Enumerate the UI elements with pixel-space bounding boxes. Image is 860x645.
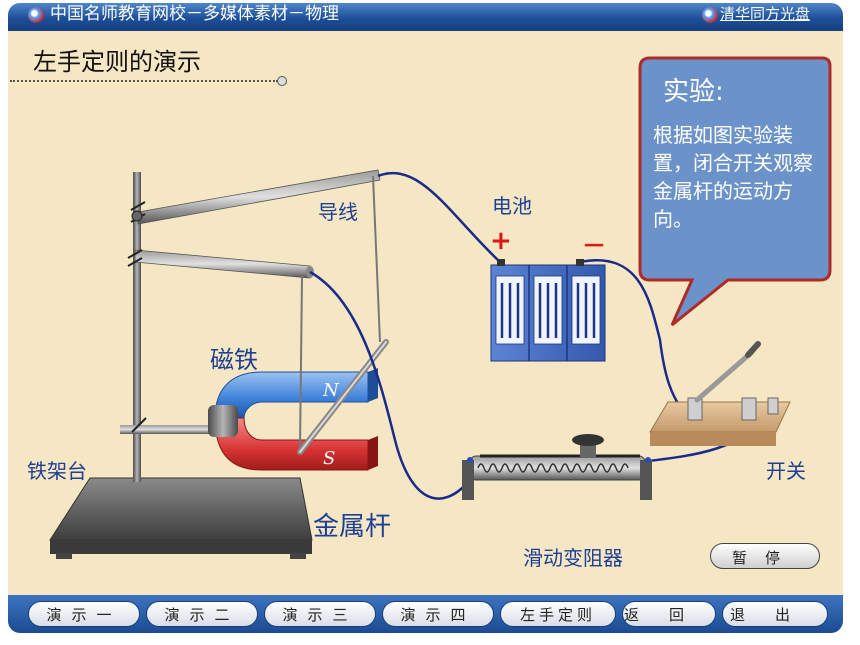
wire-label: 导线 (318, 200, 358, 224)
callout-title: 实验: (663, 77, 724, 107)
app-title: 中国名师教育网校－多媒体素材－物理 (50, 4, 339, 24)
demo-3-button[interactable]: 演示三 (264, 601, 376, 627)
sliding-rheostat (462, 434, 652, 500)
demo-2-button[interactable]: 演示二 (146, 601, 258, 627)
pause-button[interactable]: 暂停 (710, 543, 820, 569)
positive-terminal-label: + (490, 226, 512, 256)
iron-stand-label: 铁架台 (27, 459, 87, 483)
rheostat-label: 滑动变阻器 (523, 546, 623, 570)
negative-terminal-label: － (582, 232, 606, 260)
exit-button[interactable]: 退出 (722, 601, 828, 627)
back-button[interactable]: 返回 (622, 601, 716, 627)
callout-body: 根据如图实验装置，闭合开关观察金属杆的运动方向。 (653, 123, 813, 231)
switch-label: 开关 (766, 459, 806, 483)
magnet-label: 磁铁 (210, 346, 258, 374)
battery-label: 电池 (492, 194, 532, 218)
iron-stand (49, 169, 381, 559)
heading-divider (10, 80, 278, 82)
logo-orb-icon (28, 7, 44, 23)
battery (490, 259, 606, 362)
knife-switch (649, 341, 791, 446)
heading-divider-end-icon (277, 76, 287, 86)
magnet-south-pole-label: S (323, 448, 336, 469)
demo-4-button[interactable]: 演示四 (382, 601, 494, 627)
demo-1-button[interactable]: 演示一 (28, 601, 140, 627)
left-hand-rule-button[interactable]: 左手定则 (500, 601, 616, 627)
publisher-logo: 清华同方光盘 (720, 5, 811, 23)
publisher-orb-icon (702, 7, 718, 23)
horseshoe-magnet (208, 368, 378, 471)
metal-rod-label: 金属杆 (313, 512, 392, 542)
magnet-north-pole-label: N (323, 380, 339, 401)
callout-bubble (638, 56, 832, 327)
page-title: 左手定则的演示 (33, 48, 201, 76)
